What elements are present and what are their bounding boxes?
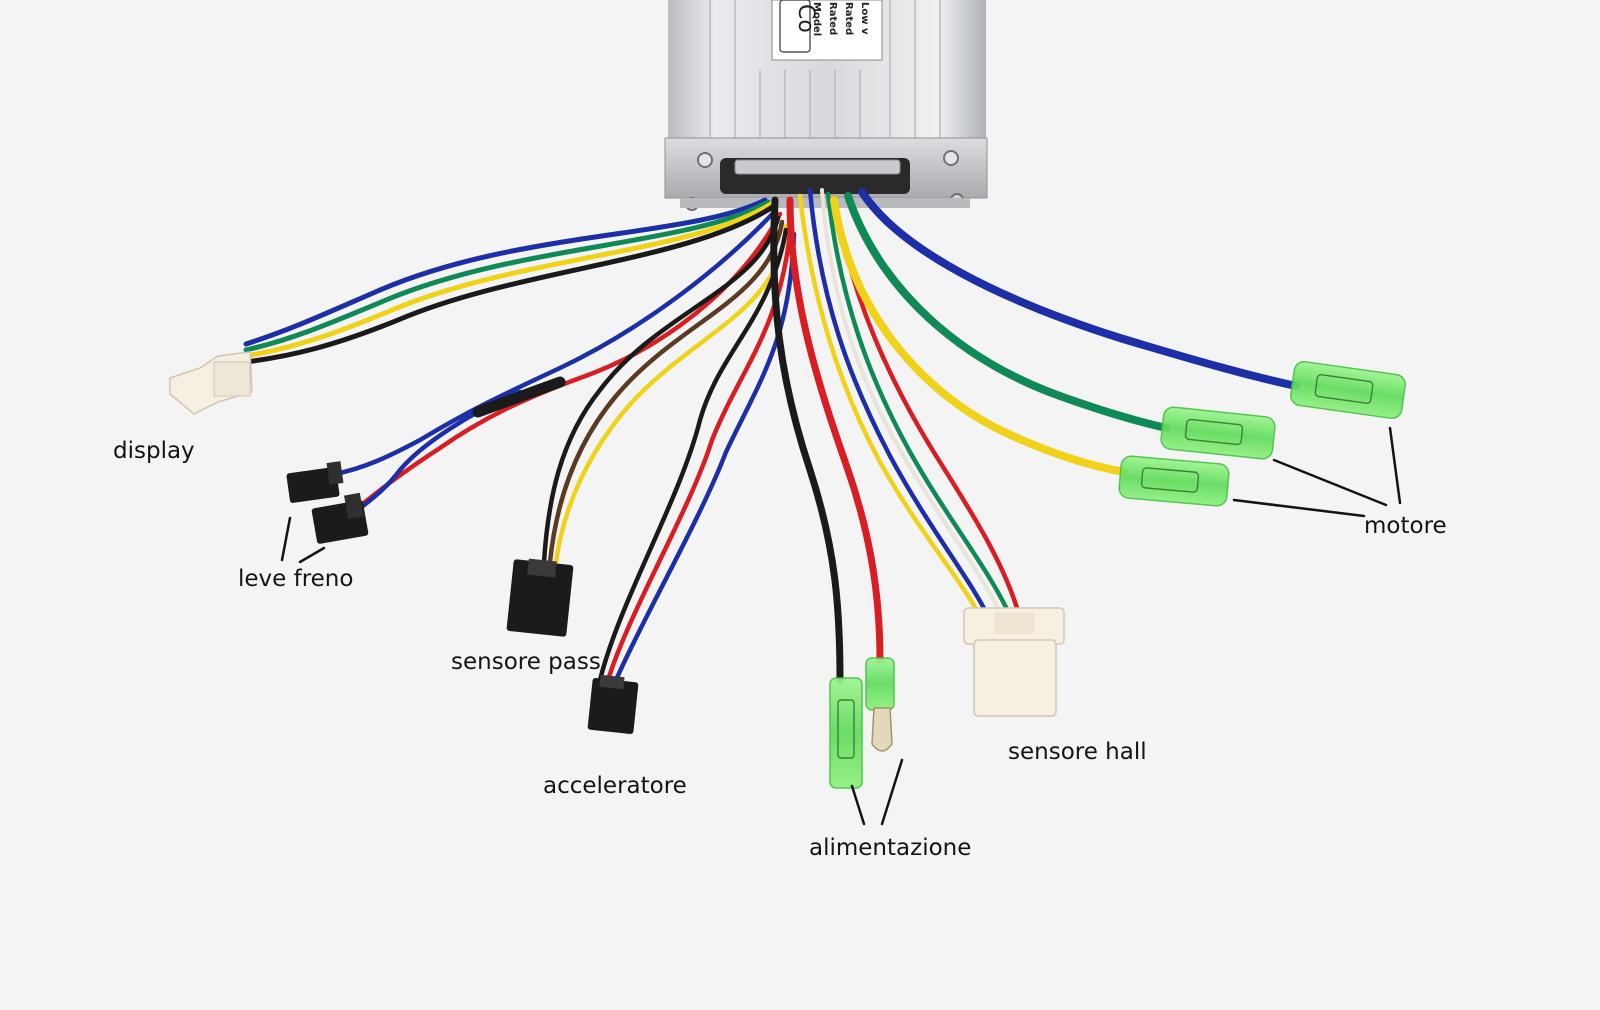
label-hall-sensor: sensore hall — [1008, 739, 1147, 765]
throttle-connector — [587, 674, 639, 734]
leader-line — [880, 758, 904, 826]
wire-display-black — [243, 203, 777, 365]
wire-motor-yellow — [830, 196, 1128, 476]
power-terminal-bullet — [865, 657, 895, 752]
hall-sensor-connector — [963, 607, 1065, 717]
label-display: display — [113, 438, 195, 464]
power-terminal-green — [829, 677, 863, 789]
wire-motor-green — [844, 192, 1170, 432]
motor-terminal-yellow — [1118, 455, 1230, 507]
wire-brake-blue — [332, 207, 779, 477]
leader-lines — [280, 426, 1402, 826]
leader-line — [298, 546, 326, 564]
label-motor: motore — [1364, 513, 1447, 539]
wire-throttle-red — [605, 229, 793, 683]
wire-throttle-black — [597, 227, 789, 683]
leader-line — [1232, 498, 1366, 518]
wire-pass-yellow — [553, 223, 789, 565]
wire-display-green — [243, 199, 771, 353]
wire-throttle-blue — [613, 231, 797, 683]
pedal-sensor-connector — [506, 558, 574, 637]
housing-fins — [709, 0, 941, 138]
wire-display-blue — [243, 197, 768, 347]
heatshrink — [472, 376, 566, 418]
wire-motor-blue — [858, 188, 1300, 390]
label-power: alimentazione — [809, 835, 972, 861]
label-brake-levers: leve freno — [238, 566, 354, 592]
screw-icon — [697, 152, 713, 168]
display-connector — [169, 351, 253, 415]
brake-lever-connector-2 — [311, 492, 369, 544]
product-label-line: Rated — [827, 2, 838, 35]
leader-line — [280, 516, 292, 562]
label-throttle: acceleratore — [543, 773, 687, 799]
product-label-line: Model — [811, 2, 822, 36]
wire-pass-black — [541, 215, 781, 565]
wire-hall-yellow — [797, 193, 985, 623]
wire-pass-brown — [547, 219, 785, 565]
product-label-line: Low v — [859, 2, 870, 35]
wire-hall-blue — [807, 187, 993, 623]
leader-line — [1388, 426, 1402, 505]
wire-power-red — [786, 196, 884, 664]
screw-icon — [943, 150, 959, 166]
wire-hall-red — [831, 195, 1023, 621]
wires — [243, 187, 1300, 684]
wire-hall-green — [825, 191, 1015, 623]
wire-display-yellow — [243, 201, 774, 359]
wire-brake-red — [357, 211, 783, 509]
motor-terminal-blue — [1290, 360, 1406, 420]
label-pedal-sensor: sensore pass — [451, 649, 601, 675]
controller-box: Co Model Rated Rated Low v — [664, 0, 988, 211]
wire-hall-white — [820, 188, 1006, 622]
wire-power-black — [770, 196, 844, 684]
motor-terminal-green — [1160, 406, 1276, 460]
brake-lever-connector-1 — [286, 461, 344, 503]
leader-line — [1272, 458, 1388, 507]
leader-line — [850, 784, 866, 826]
product-label-line: Rated — [843, 2, 854, 35]
product-label-title: Co — [793, 4, 818, 33]
